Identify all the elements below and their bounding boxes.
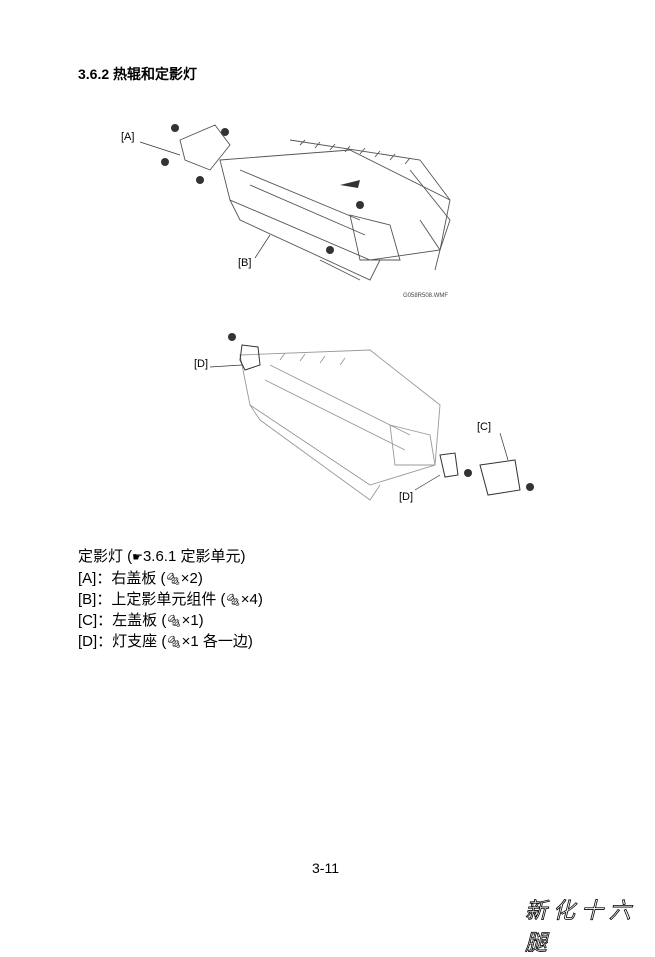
label-a: [A] bbox=[121, 131, 135, 143]
step-text: ×1 各一边) bbox=[181, 633, 253, 650]
step-text: ×4) bbox=[240, 591, 263, 608]
step-line: [C]：左盖板 (🔩︎×1) bbox=[78, 609, 204, 630]
watermark: 新化十六腿 bbox=[525, 899, 638, 957]
step-line: [A]：右盖板 (🔩︎×2) bbox=[78, 567, 203, 588]
page-number: 3-11 bbox=[312, 860, 339, 876]
step-prefix: [B]：上定影单元组件 ( bbox=[78, 591, 226, 608]
step-prefix: 定影灯 ( bbox=[78, 548, 133, 565]
label-c: [C] bbox=[477, 421, 492, 433]
fusing-unit-diagram-1 bbox=[139, 124, 451, 281]
step-prefix: [A]：右盖板 ( bbox=[78, 570, 166, 587]
label-d-bottom: [D] bbox=[399, 491, 414, 503]
screw-icon: 🔩︎ bbox=[165, 572, 181, 586]
screw-icon: 🔩︎ bbox=[166, 635, 182, 649]
step-prefix: [C]：左盖板 ( bbox=[78, 612, 167, 629]
step-prefix: [D]：灯支座 ( bbox=[78, 633, 167, 650]
pointing-hand-icon: ☛ bbox=[132, 550, 143, 564]
section-title: 3.6.2 热辊和定影灯 bbox=[78, 66, 198, 82]
step-text: ×2) bbox=[180, 570, 203, 587]
step-line: 定影灯 (☛3.6.1 定影单元) bbox=[78, 545, 245, 566]
label-b: [B] bbox=[238, 257, 252, 269]
step-line: [B]：上定影单元组件 (🔩︎×4) bbox=[78, 588, 263, 609]
figure-code: G058R508.WMF bbox=[403, 293, 449, 299]
step-line: [D]：灯支座 (🔩︎×1 各一边) bbox=[78, 630, 253, 651]
screw-icon: 🔩︎ bbox=[225, 593, 241, 607]
step-text: ×1) bbox=[181, 612, 204, 629]
fusing-unit-diagram-2 bbox=[209, 333, 534, 501]
step-text[interactable]: 3.6.1 定影单元) bbox=[142, 548, 246, 565]
screw-icon: 🔩︎ bbox=[166, 614, 182, 628]
label-d-top: [D] bbox=[194, 358, 209, 370]
